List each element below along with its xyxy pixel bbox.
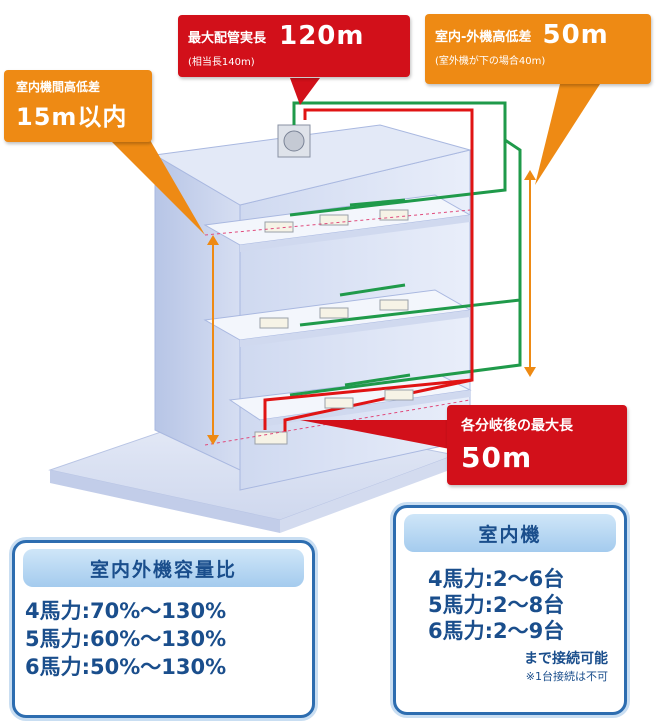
indoor-units-row: 4馬力:2〜6台: [428, 567, 565, 591]
branch-max-callout: 各分岐後の最大長 50m: [447, 405, 627, 485]
max-pipe-length-value: 120m: [279, 21, 365, 51]
indoor-units-connect: まで接続可能: [524, 651, 608, 667]
indoor-units-title: 室内機: [404, 514, 616, 552]
in-out-height-sub: (室外機が下の場合40m): [435, 56, 546, 67]
capacity-ratio-title: 室内外機容量比: [23, 549, 304, 587]
max-pipe-length-sub: (相当長140m): [188, 57, 255, 68]
capacity-ratio-panel: 室内外機容量比 4馬力:70%〜130% 5馬力:60%〜130% 6馬力:50…: [12, 540, 315, 718]
indoor-units-row: 5馬力:2〜8台: [428, 593, 565, 617]
outdoor-unit: [277, 124, 311, 158]
capacity-ratio-row: 5馬力:60%〜130%: [25, 627, 227, 651]
in-out-height-label: 室内-外機高低差: [435, 29, 532, 45]
branch-max-value: 50m: [461, 441, 533, 474]
max-pipe-length-label: 最大配管実長: [188, 30, 267, 46]
indoor-units-row: 6馬力:2〜9台: [428, 619, 565, 643]
indoor-units-note: ※1台接続は不可: [525, 670, 608, 683]
indoor-units-panel: 室内機 4馬力:2〜6台 5馬力:2〜8台 6馬力:2〜9台 まで接続可能 ※1…: [393, 505, 627, 715]
in-out-height-callout: 室内-外機高低差 50m (室外機が下の場合40m): [425, 14, 651, 84]
in-out-height-value: 50m: [542, 20, 609, 50]
indoor-height-label: 室内機間高低差: [16, 80, 101, 94]
indoor-height-value: 15m以内: [16, 103, 128, 131]
building-left-face: [154, 154, 241, 471]
branch-max-label: 各分岐後の最大長: [461, 418, 573, 434]
capacity-ratio-row: 4馬力:70%〜130%: [25, 599, 227, 623]
capacity-ratio-row: 6馬力:50%〜130%: [25, 655, 227, 679]
max-pipe-length-callout: 最大配管実長 120m (相当長140m): [178, 15, 410, 77]
indoor-height-callout: 室内機間高低差 15m以内: [4, 70, 152, 142]
